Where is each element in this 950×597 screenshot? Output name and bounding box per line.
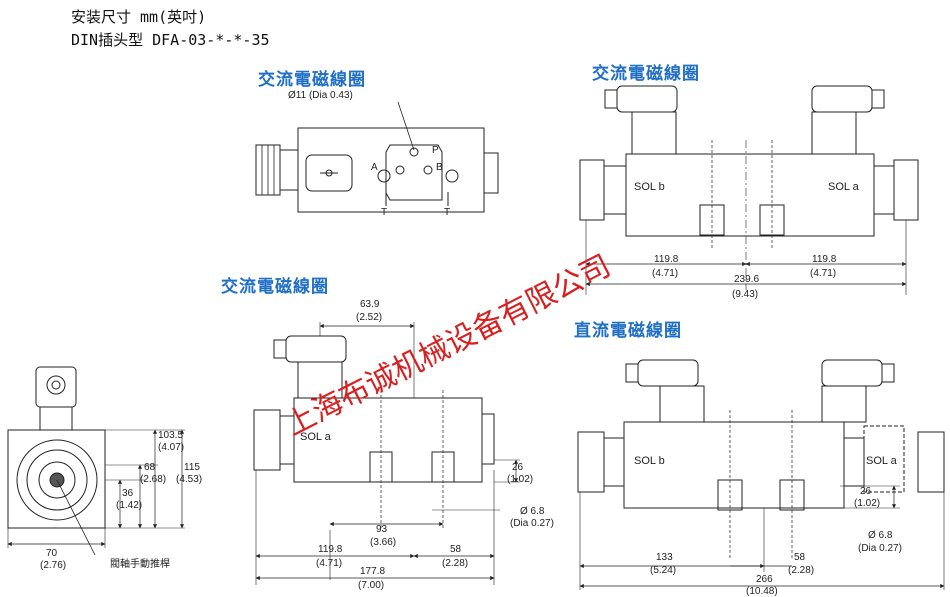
- single-ac-drawing: [253, 322, 520, 585]
- header-model: DIN插头型 DFA-03-*-*-35: [71, 31, 270, 49]
- sac-dim-4: 93: [376, 524, 388, 535]
- side-dim-1: 103.5: [158, 430, 183, 441]
- ddc-dim-4: 58: [794, 552, 806, 563]
- sol-b-label-ac: SOL b: [634, 181, 665, 193]
- port-t1-label: T: [381, 207, 387, 218]
- sac-dim-7-in: (7.00): [358, 580, 384, 591]
- title-ac-right: 交流電磁線圈: [592, 64, 700, 84]
- double-dc-drawing: [577, 359, 945, 590]
- dac-dim-1-in: (4.71): [652, 268, 678, 279]
- double-ac-drawing: [579, 85, 919, 295]
- side-dim-5: 70: [46, 548, 58, 559]
- title-ac-top: 交流電磁線圈: [258, 70, 366, 90]
- sac-dim-6-in: (2.28): [442, 558, 468, 569]
- ddc-dim-4-in: (2.28): [788, 565, 814, 576]
- side-dim-1-in: (4.07): [158, 442, 184, 453]
- port-a-label: A: [371, 162, 378, 173]
- top-view-drawing: [255, 101, 499, 213]
- ddc-dim-2-in: (Dia 0.27): [858, 543, 902, 554]
- ddc-dim-1: 26: [860, 486, 872, 497]
- port-b-label: B: [436, 162, 443, 173]
- ddc-dim-5-in: (10.48): [746, 586, 778, 597]
- dac-dim-3: 239.6: [734, 274, 759, 285]
- side-dim-4-in: (4.53): [176, 474, 202, 485]
- side-dim-2: 68: [144, 462, 156, 473]
- company-watermark: 上海布诚机械设备有限公司: [280, 249, 617, 444]
- side-dim-3-in: (1.42): [116, 500, 142, 511]
- sac-dim-3: Ø 6.8: [520, 506, 545, 517]
- sac-dim-6: 58: [450, 544, 462, 555]
- dac-dim-3-in: (9.43): [732, 289, 758, 300]
- header-title: 安装尺寸 mm(英吋): [71, 8, 207, 26]
- title-ac-mid: 交流電磁線圈: [221, 277, 329, 297]
- port-p-label: P: [432, 145, 439, 156]
- dac-dim-2-in: (4.71): [810, 268, 836, 279]
- side-view-drawing: [7, 366, 185, 556]
- title-dc: 直流電磁線圈: [574, 321, 682, 341]
- side-dim-5-in: (2.76): [40, 560, 66, 571]
- ddc-dim-2: Ø 6.8: [868, 530, 893, 541]
- manual-override-label: 閥軸手動推桿: [110, 557, 170, 570]
- ddc-dim-1-in: (1.02): [854, 498, 880, 509]
- sol-b-label-dc: SOL b: [634, 455, 665, 467]
- bore-label: Ø11 (Dia 0.43): [288, 90, 353, 101]
- sol-a-label-dc: SOL a: [866, 455, 898, 467]
- ddc-dim-3: 133: [656, 552, 673, 563]
- sac-dim-2-in: (1.02): [507, 474, 533, 485]
- sac-dim-4-in: (3.66): [370, 537, 396, 548]
- side-dim-2-in: (2.68): [140, 474, 166, 485]
- side-dim-4: 115: [184, 462, 200, 473]
- sac-dim-5: 119.8: [318, 544, 343, 555]
- sac-dim-3-in: (Dia 0.27): [510, 518, 554, 529]
- sol-a-label-single: SOL a: [300, 431, 332, 443]
- sac-dim-1: 63.9: [360, 299, 380, 310]
- sac-dim-7: 177.8: [360, 566, 385, 577]
- ddc-dim-5: 266: [756, 574, 773, 585]
- dac-dim-2: 119.8: [812, 254, 837, 265]
- sac-dim-5-in: (4.71): [316, 558, 342, 569]
- sol-a-label-ac: SOL a: [828, 181, 860, 193]
- dac-dim-1: 119.8: [654, 254, 679, 265]
- sac-dim-1-in: (2.52): [356, 312, 382, 323]
- ddc-dim-3-in: (5.24): [650, 565, 676, 576]
- port-t2-label: T: [444, 207, 450, 218]
- sac-dim-2: 26: [512, 462, 524, 473]
- side-dim-3: 36: [122, 488, 134, 499]
